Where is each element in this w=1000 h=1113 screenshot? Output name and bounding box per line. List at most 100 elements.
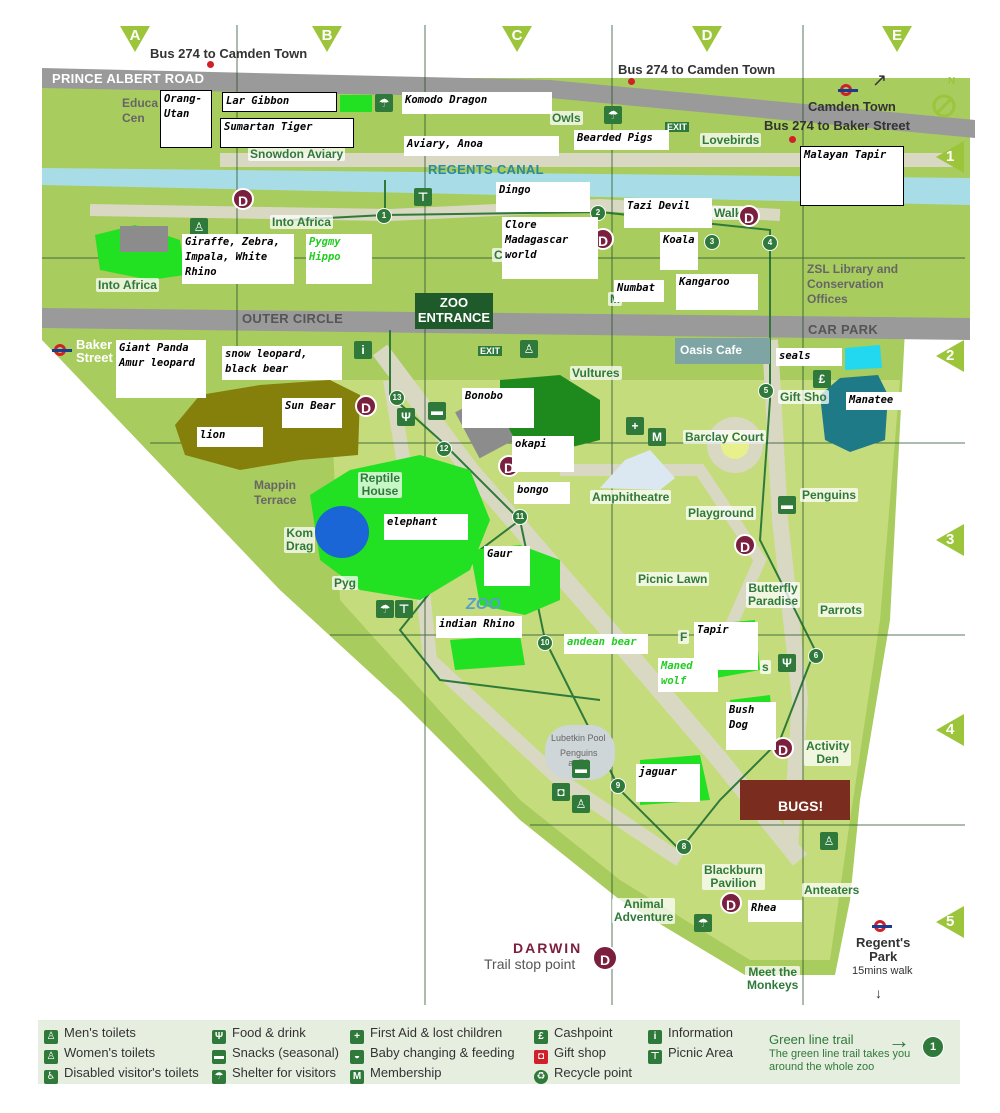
annotation-tapir: Tapir <box>694 622 758 670</box>
column-marker-b: B <box>312 26 342 52</box>
trail-stop-4: 4 <box>762 235 778 251</box>
education-centre-label: Educa Cen <box>122 96 159 125</box>
oasis-cafe-building <box>675 338 770 364</box>
annotation-sun-bear: Sun Bear <box>282 398 342 428</box>
amphitheatre-roof <box>600 450 675 490</box>
first-aid-icon: + <box>626 417 644 435</box>
station-baker: Baker Street <box>76 337 113 365</box>
map-legend: ♙Men's toilets ♙Women's toilets ♿Disable… <box>38 1020 960 1084</box>
mappin-terrace-label: Mappin Terrace <box>254 478 297 507</box>
column-marker-a: A <box>120 26 150 52</box>
cashpoint-icon: £ <box>534 1030 548 1044</box>
trail-stop-3: 3 <box>704 234 720 250</box>
annotation-maned-wolf: Maned wolf <box>658 658 718 692</box>
information-icon: i <box>648 1030 662 1044</box>
bus-stop-marker <box>789 136 796 143</box>
darwin-stop-icon: D <box>720 892 742 914</box>
down-arrow-icon: ↓ <box>875 985 882 1001</box>
womens-toilet-icon: ♙ <box>44 1050 58 1064</box>
row-marker-1: 1 <box>936 141 964 173</box>
africa-building <box>120 226 168 252</box>
owls-label: Owls <box>550 111 583 125</box>
legend-shelter: ☂Shelter for visitors <box>212 1065 336 1084</box>
toilets-icon: ♙ <box>572 795 590 813</box>
legend-baby: ◒Baby changing & feeding <box>350 1045 515 1064</box>
recycle-icon: ♻ <box>534 1070 548 1084</box>
darwin-stop-icon: D <box>232 188 254 210</box>
path-east <box>762 339 809 851</box>
trail-stop-1: 1 <box>376 208 392 224</box>
bus-stop-camden-1: Bus 274 to Camden Town <box>150 46 308 61</box>
komodo-highlight <box>340 95 372 112</box>
annotation-malayan-tapir: Malayan Tapir <box>800 146 904 206</box>
picnic-lawn-label: Picnic Lawn <box>636 572 710 586</box>
legend-disabled-toilets: ♿Disabled visitor's toilets <box>44 1065 199 1084</box>
car-park-label: CAR PARK <box>808 322 879 337</box>
legend-mens-toilets: ♙Men's toilets <box>44 1025 136 1044</box>
green-trail-paw-icon: 1 <box>922 1036 944 1058</box>
snowdon-aviary-label: Snowdon Aviary <box>248 147 346 161</box>
activity-den-label: Activity Den <box>804 739 852 766</box>
snacks-icon: ▬ <box>572 760 590 778</box>
annotation-sumatran-tiger: Sumartan Tiger <box>220 118 354 148</box>
darwin-logo-icon: D <box>592 945 618 971</box>
outer-circle-road <box>42 308 970 340</box>
barclay-court-label: Barclay Court <box>683 430 766 444</box>
column-marker-d: D <box>692 26 722 52</box>
annotation-orang-utan: Orang- Utan <box>160 90 212 148</box>
annotation-okapi: okapi <box>512 436 574 472</box>
parrots-label: Parrots <box>818 603 865 617</box>
annotation-clore-madagascar: Clore Madagascar world <box>502 217 598 279</box>
bus-stop-camden-2: Bus 274 to Camden Town <box>618 62 776 77</box>
underground-icon <box>872 920 892 934</box>
darwin-stop-icon: D <box>734 534 756 556</box>
bugs-label: BUGS! <box>778 798 824 814</box>
meet-monkeys-label: Meet the Monkeys <box>745 965 801 992</box>
animal-adventure-label: Animal Adventure <box>612 897 676 924</box>
green-trail-arrow-icon: → <box>888 1028 910 1053</box>
trail-stop-13: 13 <box>389 390 405 406</box>
amphitheatre-label: Amphitheatre <box>590 490 672 504</box>
zoo-entrance-sign[interactable]: ZOO ENTRANCE <box>415 293 493 329</box>
bus-stop-baker: Bus 274 to Baker Street <box>764 118 910 133</box>
row-marker-3: 3 <box>936 524 964 556</box>
s-partial-label: s <box>760 660 771 674</box>
annotation-snow-leopard: snow leopard, black bear <box>222 346 342 380</box>
reptile-house-label: Reptile House <box>358 471 403 498</box>
row-marker-5: 5 <box>936 906 964 938</box>
legend-snacks: ▬Snacks (seasonal) <box>212 1045 339 1064</box>
shelter-icon: ☂ <box>604 106 622 124</box>
legend-cashpoint: £Cashpoint <box>534 1025 613 1044</box>
picnic-icon: ⊤ <box>414 188 432 206</box>
into-africa-label-2: Into Africa <box>96 278 159 292</box>
annotation-bearded-pigs: Bearded Pigs <box>574 130 669 150</box>
trail-stop-12: 12 <box>436 441 452 457</box>
shelter-icon: ☂ <box>376 600 394 618</box>
station-walk-time: 15mins walk <box>852 965 913 977</box>
snacks-icon: ▬ <box>428 402 446 420</box>
cashpoint-icon: £ <box>813 370 831 388</box>
into-africa-label-1: Into Africa <box>270 215 333 229</box>
oasis-cafe-label: Oasis Cafe <box>680 343 743 357</box>
annotation-giant-panda: Giant Panda Amur leopard <box>116 340 206 398</box>
road-prince-albert: PRINCE ALBERT ROAD <box>52 71 205 86</box>
column-marker-e: E <box>882 26 912 52</box>
baby-changing-icon: ◒ <box>350 1050 364 1064</box>
playground-label: Playground <box>686 506 757 520</box>
toilets-icon: ♙ <box>820 832 838 850</box>
regents-canal-label: REGENTS CANAL <box>428 162 544 177</box>
legend-first-aid: +First Aid & lost children <box>350 1025 502 1044</box>
legend-womens-toilets: ♙Women's toilets <box>44 1045 155 1064</box>
annotation-gaur: Gaur <box>484 546 530 586</box>
annotation-jaguar: jaguar <box>636 764 700 802</box>
anteaters-label: Anteaters <box>802 883 862 897</box>
seals-pool <box>845 345 882 370</box>
picnic-icon: ⊤ <box>395 600 413 618</box>
annotation-aviary-anoa: Aviary, Anoa <box>404 136 559 156</box>
underground-icon <box>52 344 72 358</box>
legend-picnic: ⊤Picnic Area <box>648 1045 733 1064</box>
zsl-library-label: ZSL Library and Conservation Offices <box>807 262 899 306</box>
food-icon: Ψ <box>212 1030 226 1044</box>
